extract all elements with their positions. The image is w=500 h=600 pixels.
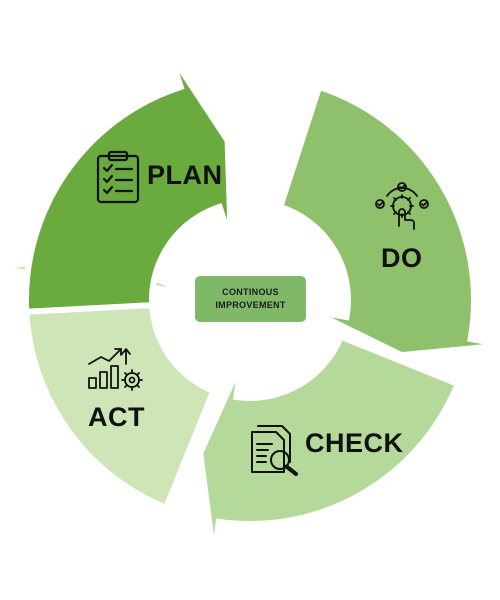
center-line-2: IMPROVEMENT — [215, 300, 286, 310]
check-arrow — [197, 332, 462, 558]
center-badge: CONTINOUS IMPROVEMENT — [195, 276, 306, 322]
check-label: CHECK — [305, 428, 404, 458]
plan-label: PLAN — [147, 160, 223, 190]
gear-hand-icon — [375, 182, 429, 230]
cycle-arrows — [0, 51, 500, 558]
clipboard-checklist-icon — [96, 150, 140, 204]
center-line-1: CONTINOUS — [222, 287, 279, 297]
act-label: ACT — [88, 402, 145, 432]
do-label: DO — [381, 243, 423, 273]
plan-arrow — [22, 51, 234, 315]
do-arrow — [276, 83, 500, 359]
document-magnifier-icon — [251, 425, 298, 476]
growth-chart-gear-icon — [88, 348, 143, 391]
